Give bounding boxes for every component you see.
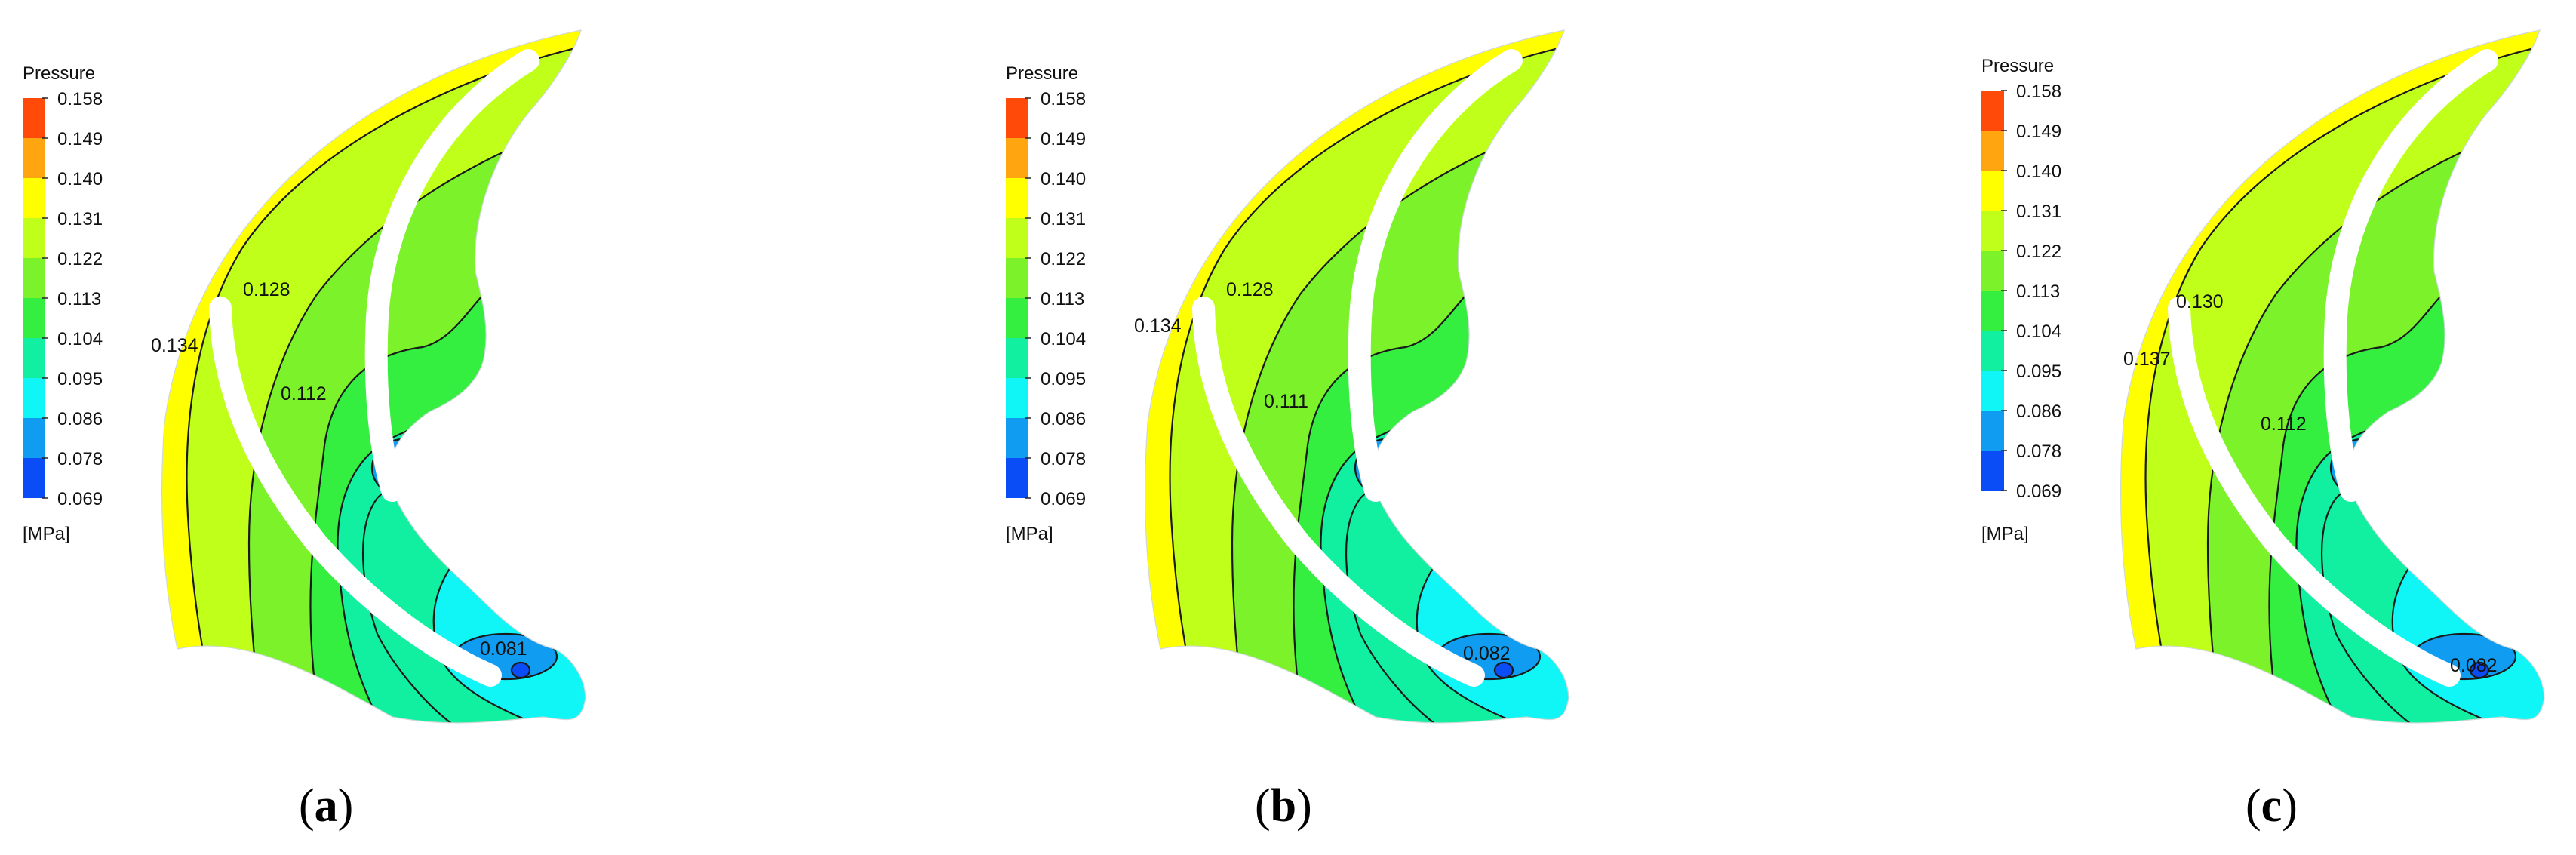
contour-label: 0.128: [1226, 279, 1274, 300]
contour-label: 0.081: [480, 638, 527, 660]
pressure-passage-b: [1096, 0, 1625, 755]
legend-tick: 0.086: [57, 409, 103, 429]
legend-tick: 0.086: [1041, 409, 1086, 429]
legend-tick: 0.095: [57, 369, 103, 389]
legend-title: Pressure: [1006, 63, 1078, 84]
legend-tick: 0.158: [1041, 89, 1086, 109]
legend-tick: 0.069: [2016, 481, 2061, 502]
legend-tick: 0.113: [57, 289, 101, 309]
contour-label: 0.111: [1264, 391, 1308, 412]
panel-b: Pressure 0.158 0.149 0.140 0.131 0.122 0…: [1005, 0, 1625, 832]
contour-label: 0.130: [2176, 291, 2224, 312]
legend-unit: [MPa]: [23, 524, 70, 544]
panel-label-c: (c): [2246, 780, 2298, 832]
legend-title: Pressure: [1981, 56, 2054, 76]
legend-tick: 0.149: [1041, 129, 1086, 149]
panel-c: Pressure 0.158 0.149 0.140 0.131 0.122 0…: [1981, 0, 2576, 832]
legend-tick: 0.158: [2016, 82, 2061, 102]
legend-tick: 0.095: [1041, 369, 1086, 389]
legend-tick: 0.131: [2016, 201, 2061, 222]
legend-tick: 0.104: [2016, 321, 2061, 342]
legend-colorbar: [1981, 90, 2008, 491]
legend-tick: 0.122: [57, 249, 103, 269]
legend-tick: 0.140: [2016, 161, 2061, 182]
legend-tick: 0.078: [57, 449, 103, 469]
legend-tick: 0.122: [2016, 241, 2061, 262]
legend-c: Pressure 0.158 0.149 0.140 0.131 0.122 0…: [1981, 56, 2061, 544]
legend-tick: 0.149: [2016, 121, 2061, 142]
legend-colorbar: [1005, 97, 1032, 499]
panel-label-b: (b): [1255, 780, 1312, 832]
contour-label: 0.082: [2450, 655, 2498, 676]
contour-label: 0.112: [2261, 414, 2307, 435]
legend-tick: 0.113: [2016, 281, 2060, 302]
legend-tick: 0.069: [57, 489, 103, 509]
panel-a: Pressure 0.158 0.149 0.140 0.131 0.122 0…: [22, 0, 641, 832]
contour-label: 0.082: [1463, 643, 1511, 664]
legend-tick: 0.149: [57, 129, 103, 149]
legend-tick: 0.069: [1041, 489, 1086, 509]
legend-colorbar: [22, 97, 49, 499]
pressure-passage-a: [113, 0, 641, 755]
legend-b: Pressure 0.158 0.149 0.140 0.131 0.122 0…: [1005, 63, 1086, 544]
legend-tick: 0.131: [57, 209, 103, 229]
legend-tick: 0.140: [57, 169, 103, 189]
legend-tick: 0.104: [57, 329, 103, 349]
legend-title: Pressure: [23, 63, 95, 84]
pressure-passage-c: [2072, 0, 2576, 755]
legend-tick: 0.078: [2016, 441, 2061, 462]
legend-tick: 0.104: [1041, 329, 1086, 349]
legend-tick: 0.113: [1041, 289, 1084, 309]
legend-tick: 0.078: [1041, 449, 1086, 469]
legend-unit: [MPa]: [1981, 524, 2029, 544]
contour-label: 0.134: [151, 335, 198, 356]
contour-label: 0.134: [1134, 315, 1182, 337]
legend-a: Pressure 0.158 0.149 0.140 0.131 0.122 0…: [22, 63, 103, 544]
legend-tick: 0.095: [2016, 361, 2061, 382]
contour-label: 0.128: [243, 279, 290, 300]
legend-tick: 0.131: [1041, 209, 1086, 229]
legend-tick: 0.122: [1041, 249, 1086, 269]
contour-label: 0.137: [2123, 349, 2171, 370]
legend-tick: 0.158: [57, 89, 103, 109]
legend-tick: 0.086: [2016, 401, 2061, 422]
contour-label: 0.112: [281, 383, 327, 404]
legend-tick: 0.140: [1041, 169, 1086, 189]
panel-label-a: (a): [299, 780, 353, 832]
legend-unit: [MPa]: [1006, 524, 1053, 544]
